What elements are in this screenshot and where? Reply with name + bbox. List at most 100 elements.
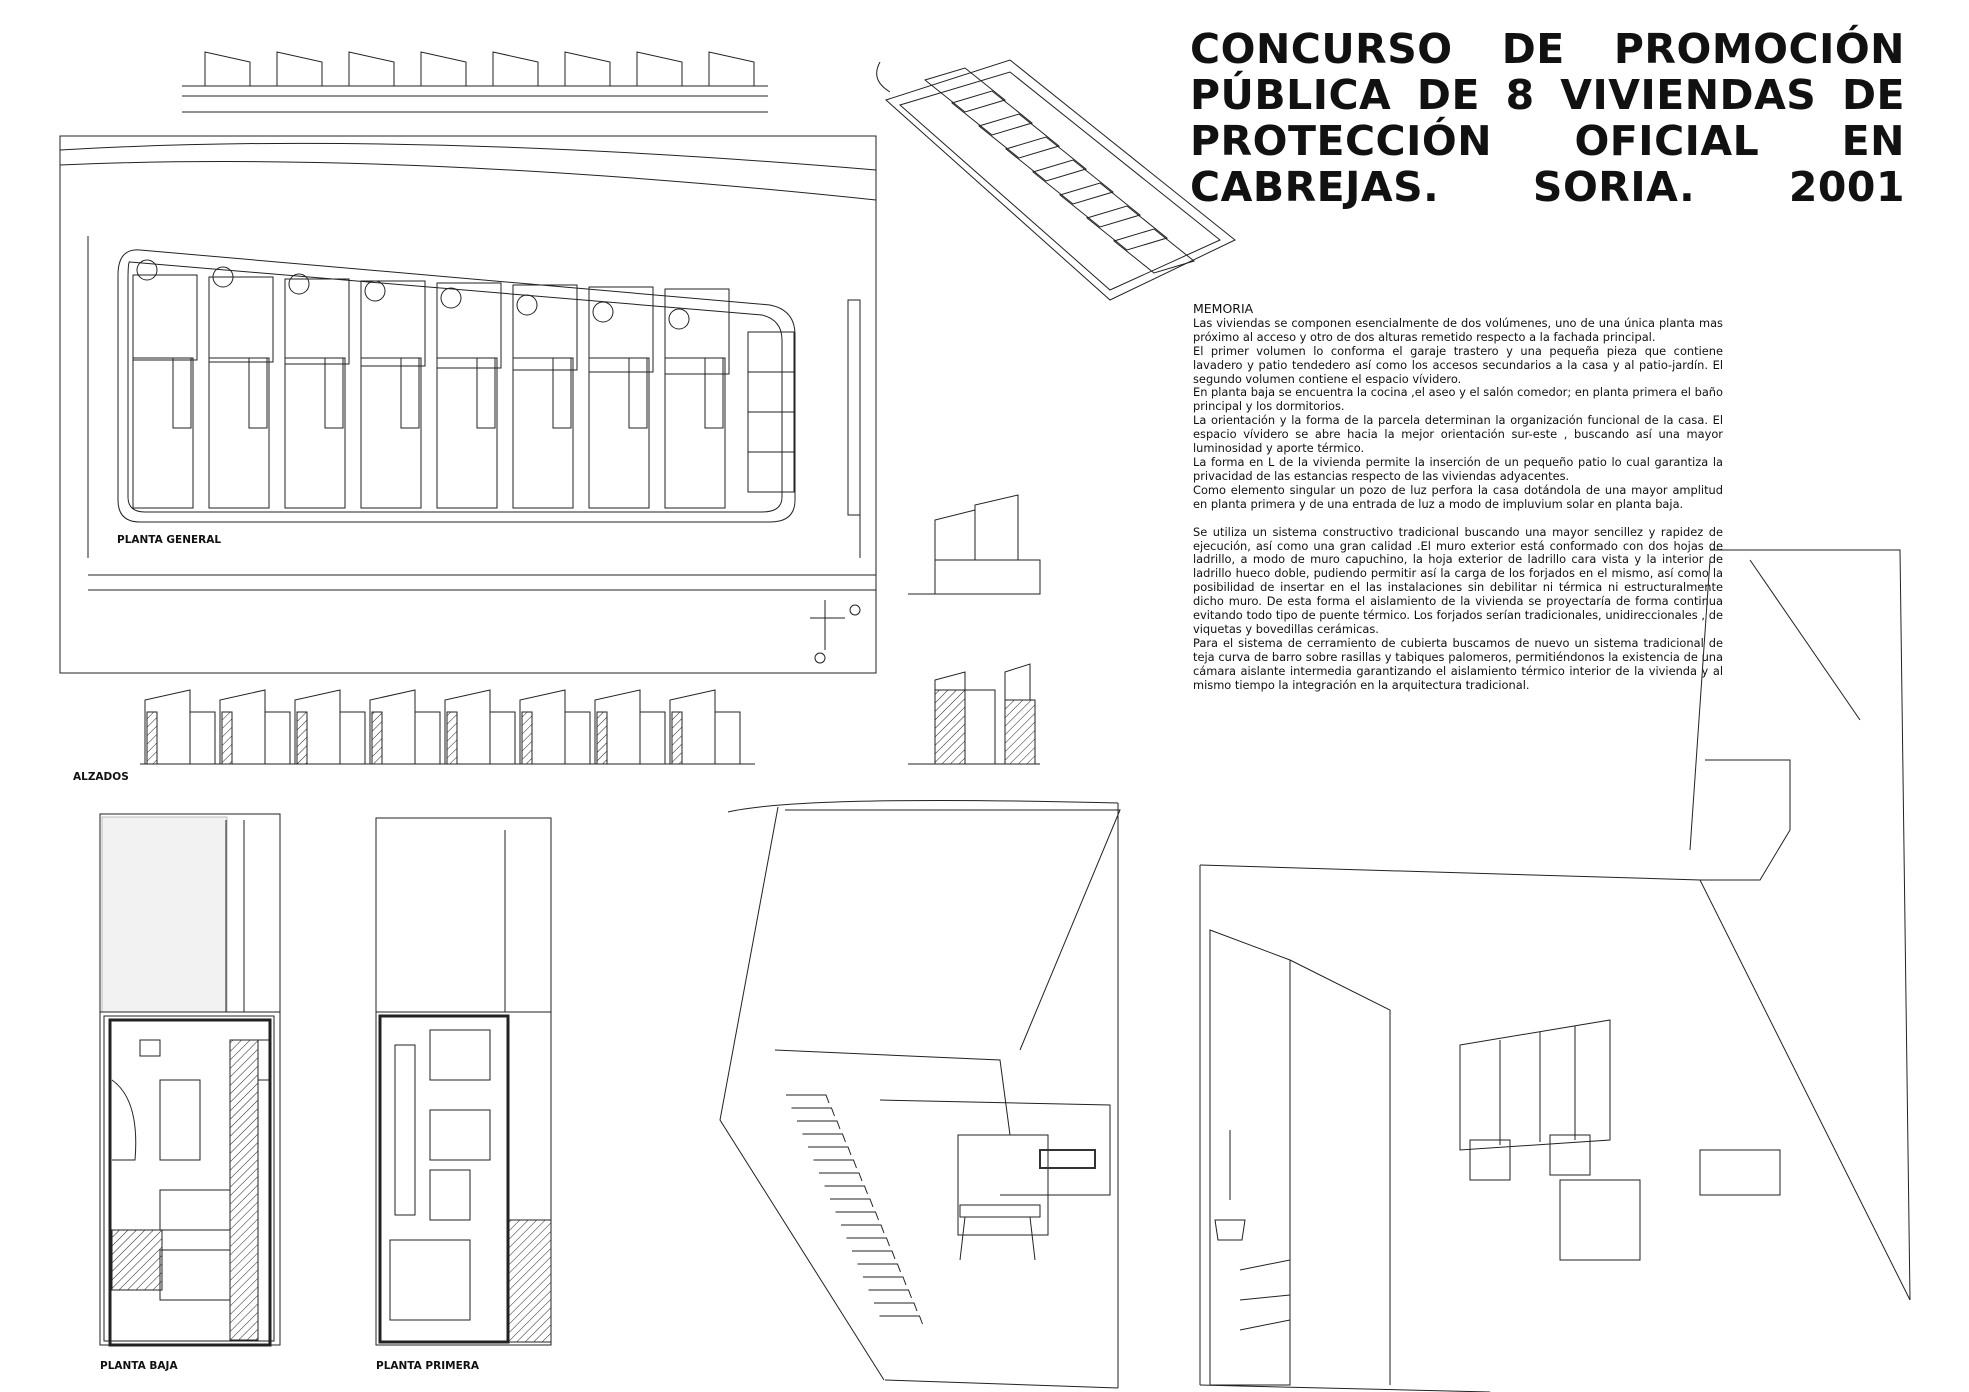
site-plan-stair [476, 357, 496, 429]
site-plan-garden [588, 286, 654, 373]
alzado-hatch [221, 711, 233, 765]
axonometric-unit [1112, 228, 1196, 274]
site-plan-stair [400, 357, 420, 429]
alzado-hatch [596, 711, 608, 765]
north-arrow-icon [810, 600, 861, 664]
memoria-paragraph: Las viviendas se componen esencialmente … [1193, 315, 1723, 344]
site-plan-stair [248, 357, 268, 429]
planta-primera-label: PLANTA PRIMERA [376, 1360, 479, 1372]
alzado-hatch [671, 711, 683, 765]
stair-step [797, 1120, 841, 1130]
alzado-unit [414, 711, 441, 765]
site-plan-garden [208, 276, 274, 363]
stair-step [791, 1107, 835, 1117]
planta-general-label: PLANTA GENERAL [117, 534, 222, 546]
interior-perspective-sketch [1199, 549, 1911, 1392]
tree-icon [592, 301, 614, 323]
alzado-hatch [146, 711, 158, 765]
alzado-unit [264, 711, 291, 765]
stair-step [824, 1185, 868, 1195]
elevation-unit [708, 51, 755, 86]
site-plan-garden [132, 274, 198, 361]
stair-step [868, 1289, 912, 1299]
site-plan-house [132, 357, 194, 509]
tree-icon [212, 266, 234, 288]
site-plan-stair [324, 357, 344, 429]
elevation-unit [420, 51, 467, 86]
memoria-paragraph: Como elemento singular un pozo de luz pe… [1193, 482, 1723, 511]
elevation-unit [348, 51, 395, 86]
site-plan-units [132, 259, 730, 509]
alzado-hatch [521, 711, 533, 765]
alzado-unit [564, 711, 591, 765]
elevation-unit [276, 51, 323, 86]
memoria-heading: MEMORIA [1193, 301, 1254, 316]
site-plan-house [208, 357, 270, 509]
alzado-unit [714, 711, 741, 765]
interior-perspective-sketch [719, 799, 1121, 1389]
axonometric-drawing [876, 59, 1236, 301]
site-plan-garden [664, 288, 730, 375]
stair-step [863, 1276, 907, 1286]
alzado-unit [489, 711, 516, 765]
tree-icon [668, 308, 690, 330]
memoria-paragraph: El primer volumen lo conforma el garaje … [1193, 343, 1723, 386]
stair-step [813, 1159, 857, 1169]
tree-icon [440, 287, 462, 309]
site-plan-garden [360, 280, 426, 367]
page-title: CONCURSO DE PROMOCIÓN PÚBLICA DE 8 VIVIE… [1190, 25, 1905, 211]
stair-step [874, 1302, 918, 1312]
elevation-unit [204, 51, 251, 86]
axonometric-unit [1058, 182, 1142, 228]
site-plan-house [436, 357, 498, 509]
axonometric-unit [1085, 205, 1169, 251]
stair-step [819, 1172, 863, 1182]
stair-step [830, 1198, 874, 1208]
site-plan-garden [436, 282, 502, 369]
alzado-unit [339, 711, 366, 765]
site-plan-garden [512, 284, 578, 371]
axonometric-unit [1031, 159, 1115, 205]
site-plan-drawing [59, 135, 877, 674]
site-plan-house [512, 357, 574, 509]
planta-baja-label: PLANTA BAJA [100, 1360, 178, 1372]
axonometric-unit [923, 67, 1007, 113]
site-plan-stair [628, 357, 648, 429]
memoria-text-block: MEMORIA Las viviendas se componen esenci… [1193, 302, 1723, 692]
alzado-unit [639, 711, 666, 765]
memoria-paragraph: La forma en L de la vivienda permite la … [1193, 454, 1723, 483]
memoria-paragraph: La orientación y la forma de la parcela … [1193, 413, 1723, 456]
site-plan-house [664, 357, 726, 509]
tree-icon [516, 294, 538, 316]
alzado-hatch [296, 711, 308, 765]
side-elevation-drawing [908, 494, 1041, 595]
stair-step [857, 1263, 901, 1273]
planta-primera-plan-drawing [375, 817, 552, 1346]
stair-step [786, 1094, 830, 1104]
site-plan-house [360, 357, 422, 509]
alzados-drawing [140, 689, 755, 765]
tree-icon [364, 280, 386, 302]
memoria-paragraph: Se utiliza un sistema constructivo tradi… [1193, 524, 1723, 636]
stair-step [835, 1211, 879, 1221]
tree-icon [288, 273, 310, 295]
site-plan-house [588, 357, 650, 509]
axonometric-unit [977, 113, 1061, 159]
section-drawing [908, 663, 1040, 765]
alzado-unit [189, 711, 216, 765]
stair-step [879, 1315, 923, 1325]
site-plan-stair [704, 357, 724, 429]
tree-icon [136, 259, 158, 281]
site-plan-house [284, 357, 346, 509]
elevation-unit [492, 51, 539, 86]
site-plan-garden [284, 278, 350, 365]
memoria-paragraph: Para el sistema de cerramiento de cubier… [1193, 635, 1723, 692]
elevation-unit [564, 51, 611, 86]
elevation-unit [636, 51, 683, 86]
stair-step [846, 1237, 890, 1247]
alzado-hatch [446, 711, 458, 765]
stair-step [841, 1224, 885, 1234]
site-plan-stair [172, 357, 192, 429]
axonometric-unit [950, 90, 1034, 136]
